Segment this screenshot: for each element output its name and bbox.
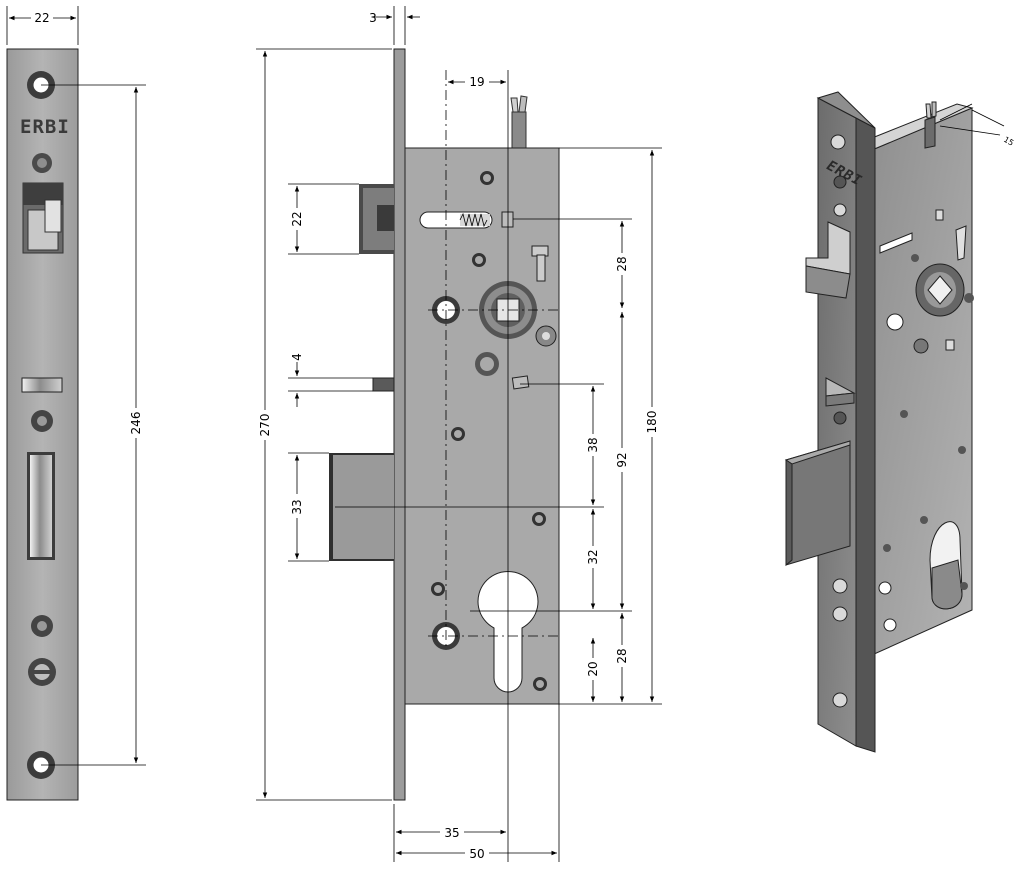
dim-cylinder-to-bottom-a: 20 (586, 661, 600, 676)
faceplate-side (393, 48, 406, 801)
faceplate-latch (22, 182, 64, 254)
faceplate-front-view: ERBI (6, 48, 79, 801)
dim-hole-spacing: 246 (129, 412, 143, 435)
faceplate-width-dimension: 22 (6, 6, 79, 45)
aux-latch-side (372, 377, 395, 392)
spring-slot (419, 211, 514, 229)
cable-wire (510, 95, 528, 149)
dim-case-depth: 50 (469, 847, 484, 861)
dim-latch-height: 22 (290, 211, 304, 226)
lock-3d-view: 15 ERBI (784, 91, 1015, 753)
dim-cylinder-to-bottom-b: 28 (615, 648, 629, 663)
spindle-offset-dimension: 19 (448, 75, 506, 89)
faceplate-deadbolt (27, 452, 55, 560)
dim-aux-to-bolt: 38 (586, 437, 600, 452)
lock-case (404, 147, 560, 705)
faceplate-aux-latch (21, 377, 63, 393)
dim-spindle-offset: 19 (469, 75, 484, 89)
hole-spacing-dimension: 246 (41, 84, 146, 766)
latch-3d (805, 221, 851, 275)
brand-logo: ERBI (20, 116, 70, 138)
aux-block (511, 375, 530, 390)
dim-thickness: 3 (369, 11, 377, 25)
thickness-dimension: 3 (369, 6, 420, 45)
dim-latch-to-spindle: 28 (615, 256, 629, 271)
dim-backset: 35 (444, 826, 459, 840)
overall-height-dimension: 270 (256, 48, 392, 801)
deadbolt-height-dimension: 33 (288, 452, 329, 562)
dim-wire-offset-3d: 15 (1002, 135, 1015, 148)
aux-latch-dimension: 4 (288, 353, 373, 407)
vertical-dimension-chain: 28 92 28 38 32 20 180 (335, 147, 662, 705)
latch-side (359, 184, 394, 254)
dim-faceplate-width: 22 (34, 11, 49, 25)
dim-spindle-to-cylinder: 92 (615, 452, 629, 467)
dim-overall-height: 270 (258, 414, 272, 437)
bottom-dimensions: 35 50 (393, 704, 560, 862)
dim-deadbolt-height: 33 (290, 499, 304, 514)
dim-case-height: 180 (645, 411, 659, 434)
dim-aux-latch: 4 (290, 353, 304, 361)
latch-height-dimension: 22 (288, 183, 359, 255)
lever-arm (531, 245, 549, 282)
dim-bolt-to-cylinder: 32 (586, 549, 600, 564)
spindle-hub-3d (915, 263, 965, 317)
